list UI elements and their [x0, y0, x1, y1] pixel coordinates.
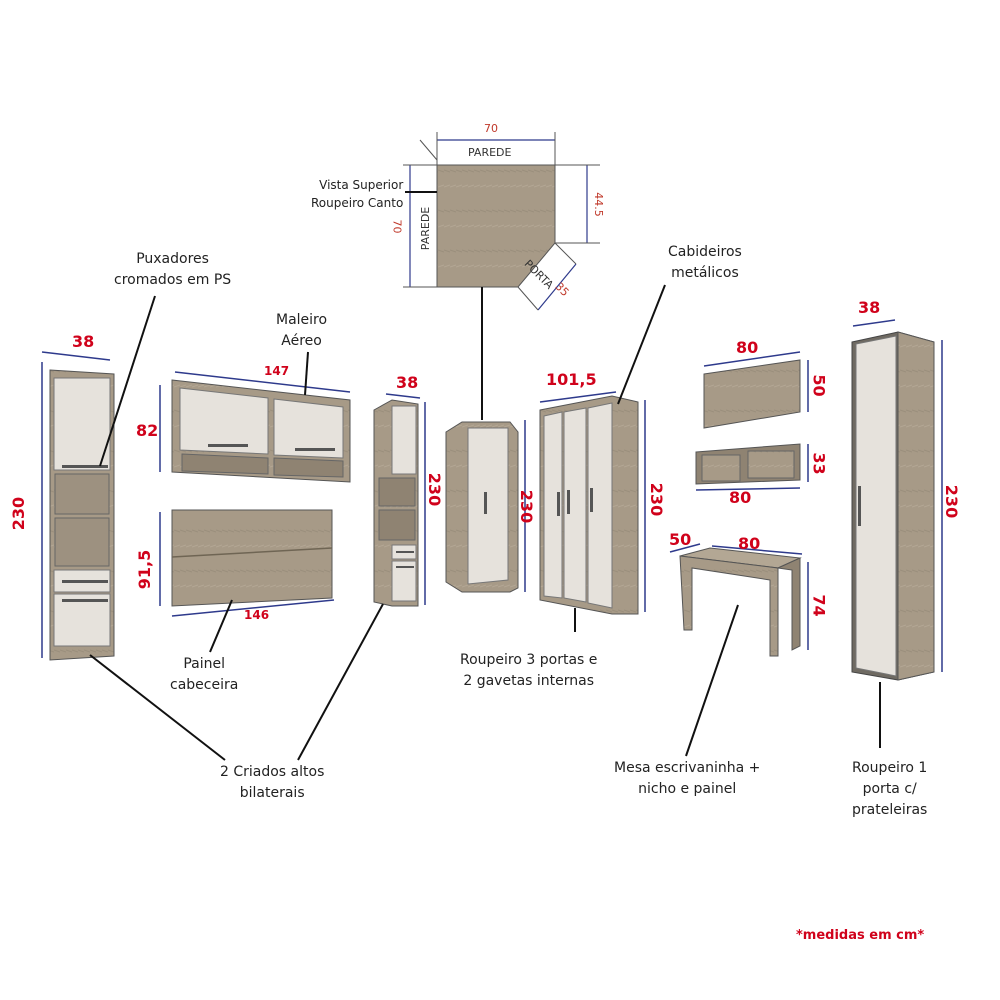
cabideiros-leader-line — [617, 284, 666, 405]
dim-painel-height: 91,5 — [135, 549, 155, 590]
r3-door-1 — [543, 411, 563, 599]
dim-criado-left-depth: 38 — [72, 332, 95, 351]
dim-mesa-width: 80 — [738, 534, 761, 553]
mesa-label: Mesa escrivaninha + nicho e painel — [614, 758, 760, 800]
maleiro-door-right — [273, 398, 344, 459]
dim-roupeiro1-height: 230 — [942, 484, 962, 519]
r1-door — [855, 335, 897, 677]
cabideiros-label: Cabideiros metálicos — [668, 242, 742, 284]
r1-top-dim-line — [852, 319, 896, 327]
nicho-width-dim-line — [695, 487, 801, 491]
dim-painel-width: 146 — [244, 608, 270, 622]
dim-canto-height: 230 — [517, 489, 537, 524]
roupeiro1-line1: Roupeiro 1 — [852, 760, 928, 776]
criados-leader-line-right — [297, 603, 384, 761]
prateleira-width-dim-line — [703, 351, 801, 367]
criados-label: 2 Criados altos bilaterais — [220, 762, 324, 804]
canto-door — [467, 427, 509, 585]
maleiro-line2: Aéreo — [281, 333, 322, 349]
painel-leader-line — [209, 599, 233, 653]
mesa-width-dim-line — [711, 545, 803, 555]
dim-criado-left-height: 230 — [9, 496, 29, 531]
vista-label-line2: Roupeiro Canto — [311, 196, 404, 210]
maleiro-line1: Maleiro — [276, 312, 328, 328]
puxadores-line2: cromados em PS — [114, 272, 232, 288]
r3-door-2 — [563, 407, 587, 603]
plan-right-depth: 44.5 — [591, 192, 605, 217]
mesa-line2: nicho e painel — [638, 781, 737, 797]
painel-label: Painel cabeceira — [170, 654, 238, 696]
plan-cabinet — [436, 164, 556, 288]
dim-mesa-height: 74 — [809, 594, 829, 617]
dim-roupeiro3-width: 101,5 — [546, 370, 597, 389]
dim-nicho-height: 33 — [809, 452, 829, 475]
roupeiro1-line2: porta c/ — [862, 781, 917, 797]
maleiro — [159, 351, 351, 483]
units-footnote: *medidas em cm* — [796, 928, 925, 943]
dim-shelf-width: 80 — [736, 338, 759, 357]
plan-wall-left: PAREDE — [419, 206, 433, 251]
plan-view — [403, 132, 600, 420]
criado-left — [41, 351, 115, 661]
plan-side-depth: 70 — [390, 219, 404, 234]
dim-maleiro-width: 147 — [264, 364, 290, 378]
cabideiros-line1: Cabideiros — [668, 244, 742, 260]
painel — [159, 509, 335, 653]
maleiro-leader-line — [304, 351, 309, 396]
roupeiro-3-portas — [539, 284, 666, 632]
r3-width-dim-line — [539, 391, 617, 403]
roupeiro-canto — [445, 420, 526, 593]
plan-door-dim-line — [537, 263, 577, 311]
dim-roupeiro1-depth: 38 — [858, 298, 881, 317]
prateleira — [703, 351, 809, 429]
criados-line1: 2 Criados altos — [220, 764, 325, 780]
nicho — [695, 443, 809, 491]
plan-wall-top: PAREDE — [468, 146, 512, 159]
mesa-depth-dim-line — [669, 543, 701, 553]
puxadores-leader-line — [99, 295, 156, 467]
roupeiro-1-porta — [851, 319, 943, 748]
canto-handle — [484, 492, 487, 514]
mesa-leader-line — [685, 604, 739, 757]
roupeiro3-line2: 2 gavetas internas — [463, 673, 595, 689]
painel-line2: cabeceira — [170, 677, 239, 693]
maleiro-door-left — [179, 387, 269, 455]
dim-criado-right-height: 230 — [425, 472, 445, 507]
criados-leader-line-left — [89, 654, 226, 761]
dim-mesa-depth: 50 — [669, 530, 692, 549]
r3-door-3 — [587, 402, 613, 609]
dim-maleiro-height: 82 — [136, 421, 159, 440]
mesa — [669, 543, 809, 757]
dim-shelf-height: 50 — [809, 374, 829, 397]
criado-left-handle — [62, 465, 108, 468]
criados-line2: bilaterais — [239, 785, 305, 801]
painel-width-dim-line — [171, 599, 335, 617]
dim-nicho-width: 80 — [729, 488, 752, 507]
vista-label: Vista Superior Roupeiro Canto — [311, 176, 403, 212]
vista-label-line1: Vista Superior — [319, 178, 404, 192]
roupeiro3-label: Roupeiro 3 portas e 2 gavetas internas — [460, 650, 597, 692]
puxadores-line1: Puxadores — [136, 251, 209, 267]
criado-right-top-dim-line — [385, 393, 421, 399]
maleiro-label: Maleiro Aéreo — [276, 310, 327, 352]
painel-line1: Painel — [183, 656, 225, 672]
plan-top-width: 70 — [484, 122, 498, 135]
criado-right — [373, 393, 426, 607]
roupeiro1-line3: prateleiras — [852, 802, 928, 818]
dim-roupeiro3-height: 230 — [647, 482, 667, 517]
mesa-line1: Mesa escrivaninha + — [614, 760, 761, 776]
roupeiro1-label: Roupeiro 1 porta c/ prateleiras — [852, 758, 927, 821]
maleiro-width-dim-line — [174, 371, 351, 393]
criado-left-drawer-2 — [53, 593, 111, 647]
criado-left-door-top — [53, 377, 111, 471]
roupeiro3-line1: Roupeiro 3 portas e — [460, 652, 598, 668]
dim-criado-right-depth: 38 — [396, 373, 419, 392]
r1-handle — [858, 486, 861, 526]
puxadores-label: Puxadores cromados em PS — [114, 249, 231, 291]
criado-left-top-dim-line — [41, 351, 111, 361]
cabideiros-line2: metálicos — [671, 265, 739, 281]
criado-right-door-top — [391, 405, 417, 475]
